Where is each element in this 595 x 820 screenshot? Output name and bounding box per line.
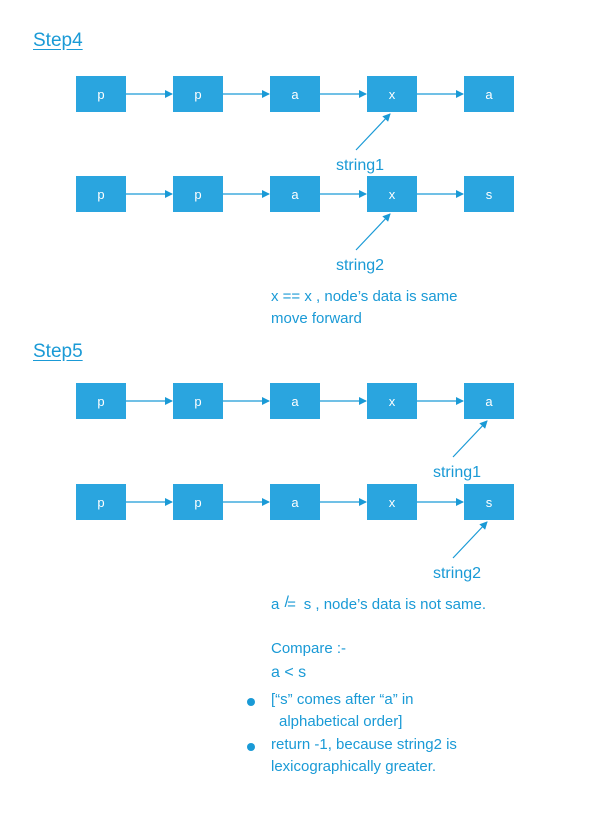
step5-list1-node-0 xyxy=(76,383,126,419)
step4-list1-node-1 xyxy=(173,76,223,112)
neq-right: s , node’s data is not same. xyxy=(303,596,487,613)
step4-note-line1: x == x , node’s data is same xyxy=(271,288,458,305)
neq-slash-icon: / xyxy=(284,594,289,611)
step4-note: x == x , node’s data is same move forwar… xyxy=(271,286,458,330)
step4-list1-node-label-0: p xyxy=(97,87,104,102)
step4-list1-node-3 xyxy=(367,76,417,112)
step5-not-equal-line: a =/ s , node’s data is not same. xyxy=(271,594,486,616)
step5-list2-node-2 xyxy=(270,484,320,520)
step4-list2-node-3 xyxy=(367,176,417,212)
step4-list1-node-label-2: a xyxy=(291,87,299,102)
step4-list1-node-label-1: p xyxy=(194,87,201,102)
bullet-dot-icon xyxy=(247,698,255,706)
step5-list2-node-3 xyxy=(367,484,417,520)
step4-list1-node-label-4: a xyxy=(485,87,493,102)
step5-list1-node-1 xyxy=(173,383,223,419)
step5-list1-node-4 xyxy=(464,383,514,419)
step4-list2-node-label-4: s xyxy=(486,187,493,202)
step4-list1-node-0 xyxy=(76,76,126,112)
neq-left: a xyxy=(271,596,280,613)
step5-list2-node-label-1: p xyxy=(194,495,201,510)
bullet1-line1: [“s” comes after “a” in xyxy=(271,691,414,708)
step5-list1-node-label-3: x xyxy=(389,394,396,409)
step4-heading: Step4 xyxy=(33,30,83,51)
step5-list1-node-label-4: a xyxy=(485,394,493,409)
step5-list2-node-0 xyxy=(76,484,126,520)
step5-list2-node-label-3: x xyxy=(389,495,396,510)
step4-list2-pointer-arrow xyxy=(355,213,391,251)
bullet-item-order: [“s” comes after “a” in alphabetical ord… xyxy=(271,689,414,733)
bullet1-line2: alphabetical order] xyxy=(279,713,403,730)
step4-list2-node-label-0: p xyxy=(97,187,104,202)
step4-list2-node-0 xyxy=(76,176,126,212)
step4-list1-node-label-3: x xyxy=(389,87,396,102)
step4-list2-node-1 xyxy=(173,176,223,212)
bullet-dot-icon xyxy=(247,743,255,751)
step5-list2-node-label-4: s xyxy=(486,495,493,510)
step5-list1-node-3 xyxy=(367,383,417,419)
step5-list2-node-label-0: p xyxy=(97,495,104,510)
step5-list1-node-label-1: p xyxy=(194,394,201,409)
not-equal-symbol: =/ xyxy=(284,594,300,616)
bullet2-line1: return -1, because string2 is xyxy=(271,736,457,753)
step4-list2-node-label-2: a xyxy=(291,187,299,202)
bullet-item-return: return -1, because string2 is lexicograp… xyxy=(271,734,457,778)
neq-equals: = xyxy=(287,596,296,613)
step4-list2-node-4 xyxy=(464,176,514,212)
step4-list1-node-2 xyxy=(270,76,320,112)
bullet2-line2: lexicographically greater. xyxy=(271,758,437,775)
step5-list1-node-2 xyxy=(270,383,320,419)
step4-list2-node-2 xyxy=(270,176,320,212)
step5-list2-pointer-arrow xyxy=(452,521,488,559)
step4-list2-node-label-1: p xyxy=(194,187,201,202)
compare-expression: a < s xyxy=(271,664,307,681)
compare-label: Compare :- xyxy=(271,640,347,657)
step5-list2-node-4 xyxy=(464,484,514,520)
step5-heading: Step5 xyxy=(33,341,83,362)
step5-list1-pointer-arrow xyxy=(452,420,488,458)
step5-list1-node-label-0: p xyxy=(97,394,104,409)
step4-list1-pointer-label: string1 xyxy=(336,157,384,174)
step5-list2-node-label-2: a xyxy=(291,495,299,510)
step5-list1-pointer-label: string1 xyxy=(433,464,481,481)
step5-list2-node-1 xyxy=(173,484,223,520)
step4-note-line2: move forward xyxy=(271,310,362,327)
step4-list2-node-label-3: x xyxy=(389,187,396,202)
step5-list2-pointer-label: string2 xyxy=(433,565,481,582)
step4-list2-pointer-label: string2 xyxy=(336,257,384,274)
step5-list1-node-label-2: a xyxy=(291,394,299,409)
step4-list1-node-4 xyxy=(464,76,514,112)
step4-list1-pointer-arrow xyxy=(355,113,391,151)
